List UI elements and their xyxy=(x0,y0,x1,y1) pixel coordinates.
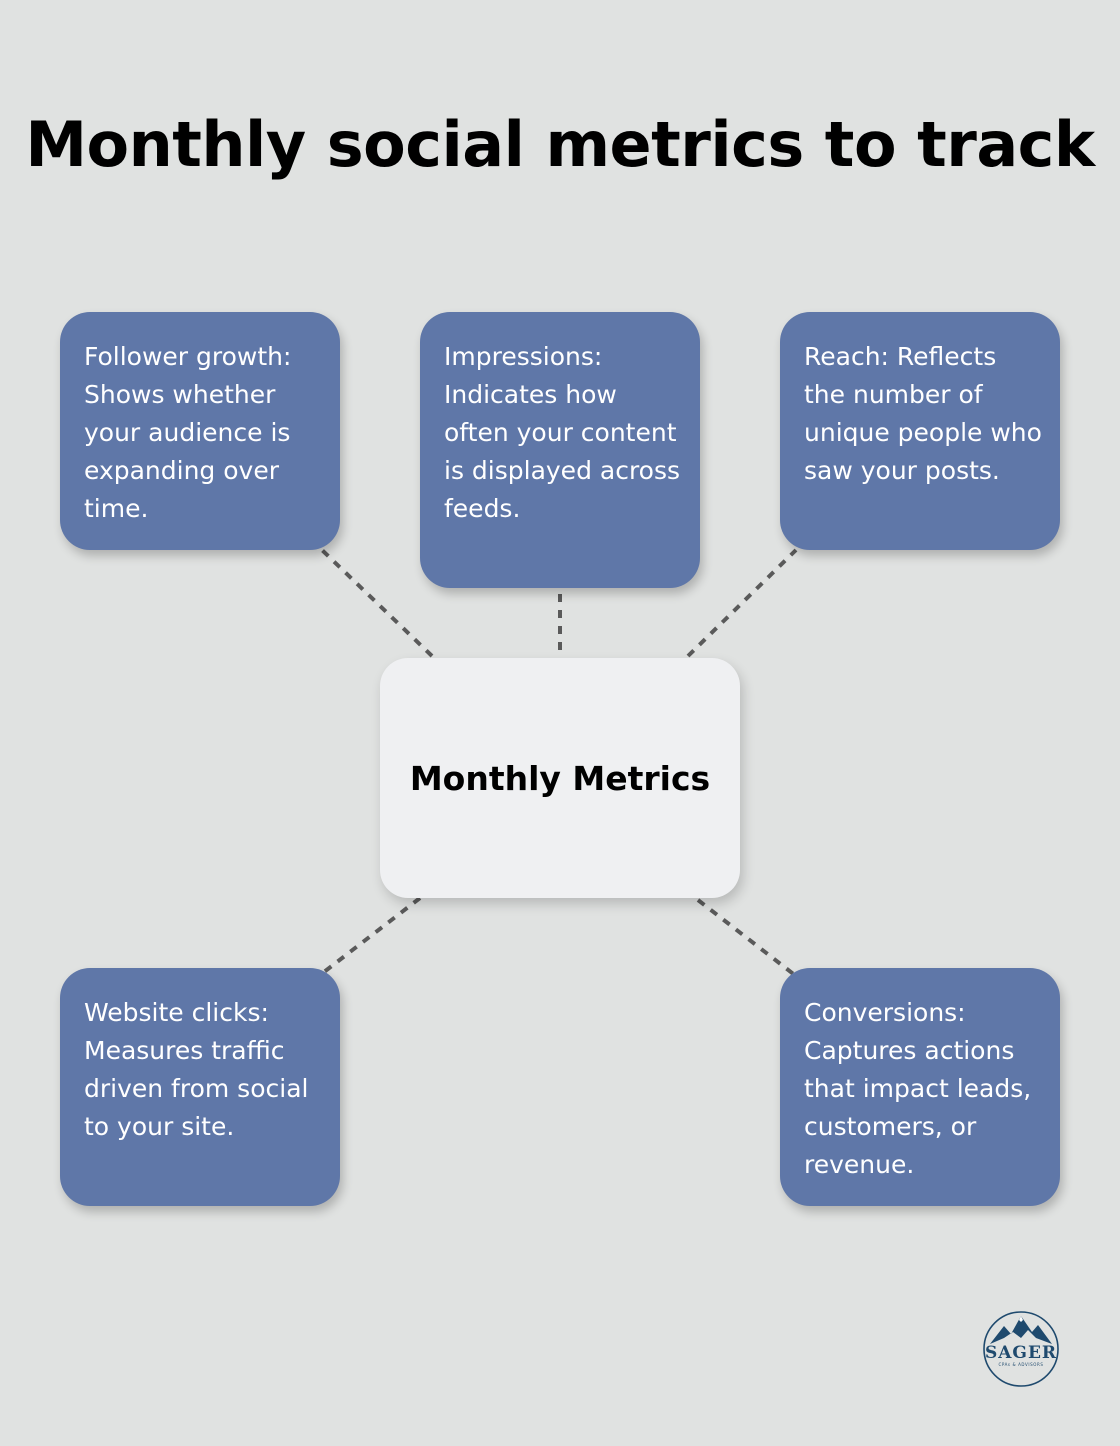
center-label: Monthly Metrics xyxy=(409,758,711,798)
node-text: Impressions: Indicates how often your co… xyxy=(444,342,681,523)
node-text: Conversions: Captures actions that impac… xyxy=(804,998,1032,1179)
logo-wordmark: SAGER xyxy=(985,1343,1057,1363)
mountain-icon xyxy=(990,1316,1052,1344)
node-text: Website clicks: Measures traffic driven … xyxy=(84,998,309,1141)
connector-reach xyxy=(686,548,798,658)
connector-follower-growth xyxy=(320,548,434,658)
connector-website-clicks xyxy=(322,896,422,974)
node-reach: Reach: Reflects the number of unique peo… xyxy=(780,312,1060,550)
node-website-clicks: Website clicks: Measures traffic driven … xyxy=(60,968,340,1206)
node-text: Reach: Reflects the number of unique peo… xyxy=(804,342,1042,485)
sager-logo: SAGER CPAs & ADVISORS xyxy=(983,1311,1059,1387)
node-conversions: Conversions: Captures actions that impac… xyxy=(780,968,1060,1206)
page-title: Monthly social metrics to track xyxy=(25,108,1095,181)
center-node: Monthly Metrics xyxy=(380,658,740,898)
node-text: Follower growth: Shows whether your audi… xyxy=(84,342,292,523)
node-impressions: Impressions: Indicates how often your co… xyxy=(420,312,700,588)
logo-tagline: CPAs & ADVISORS xyxy=(998,1362,1043,1367)
node-follower-growth: Follower growth: Shows whether your audi… xyxy=(60,312,340,550)
connector-conversions xyxy=(696,898,798,978)
